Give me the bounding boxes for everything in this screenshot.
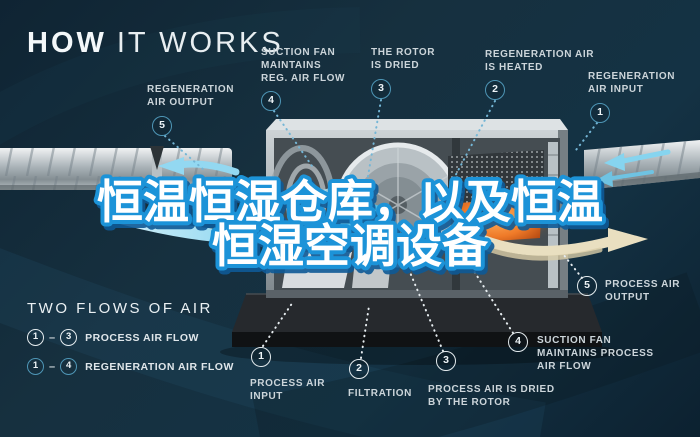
step-badge: 4 <box>261 91 281 111</box>
legend-two-flows: TWO FLOWS OF AIR 1 – 3 PROCESS AIR FLOW … <box>27 300 234 375</box>
callout-rotor-is-dried: THE ROTOR IS DRIED 3 <box>371 46 435 99</box>
headline-line2: 恒湿空调设备 <box>212 220 489 272</box>
legend-title: TWO FLOWS OF AIR <box>27 300 213 317</box>
callout-label: REGENERATION AIR INPUT <box>588 71 676 95</box>
legend-step-from: 1 <box>27 329 44 346</box>
left-duct <box>0 146 232 192</box>
process-leader-lines <box>262 253 583 359</box>
legend-row-regeneration: 1 – 4 REGENERATION AIR FLOW <box>27 358 234 375</box>
headline-line1: 恒温恒湿仓库，以及恒温 <box>97 176 603 228</box>
legend-step-to: 4 <box>60 358 78 375</box>
step-badge: 2 <box>349 359 369 379</box>
callout-label: PROCESS AIR OUTPUT <box>605 279 681 303</box>
regeneration-leader-lines <box>164 99 598 183</box>
callout-filtration: 2 FILTRATION <box>348 358 412 400</box>
callout-label: PROCESS AIR IS DRIED BY THE ROTOR <box>428 384 555 408</box>
callout-label: SUCTION FAN MAINTAINS PROCESS AIR FLOW <box>537 335 654 372</box>
step-badge: 1 <box>251 347 271 367</box>
legend-step-from: 1 <box>27 358 44 375</box>
step-badge: 5 <box>577 276 597 296</box>
callout-label: SUCTION FAN MAINTAINS REG. AIR FLOW <box>261 47 346 84</box>
legend-dash: – <box>49 360 56 373</box>
callout-process-air-input: 1 PROCESS AIR INPUT <box>250 346 325 403</box>
step-badge: 4 <box>508 332 528 352</box>
title-word-how: HOW <box>27 27 107 59</box>
callout-label: THE ROTOR IS DRIED <box>371 47 436 71</box>
callout-label: FILTRATION <box>348 388 412 399</box>
legend-row-process: 1 – 3 PROCESS AIR FLOW <box>27 329 234 346</box>
callout-process-air-dried: 3 PROCESS AIR IS DRIED BY THE ROTOR <box>428 350 555 409</box>
step-badge: 2 <box>485 80 505 100</box>
legend-label: REGENERATION AIR FLOW <box>85 360 234 373</box>
step-badge: 5 <box>152 116 172 136</box>
callout-regeneration-air-heated: REGENERATION AIR IS HEATED 2 <box>485 48 594 100</box>
page-title: HOW IT WORKS <box>27 27 284 60</box>
step-badge: 3 <box>371 79 391 99</box>
legend-dash: – <box>49 331 56 344</box>
process-air-arrows <box>101 157 386 244</box>
step-badge: 1 <box>590 103 610 123</box>
title-word-it-works: IT WORKS <box>116 27 284 59</box>
legend-step-to: 3 <box>60 329 78 346</box>
callout-process-air-output: 5 PROCESS AIR OUTPUT <box>577 276 680 304</box>
callout-label: REGENERATION AIR IS HEATED <box>485 49 595 73</box>
background-sweeps <box>0 7 700 437</box>
step-badge: 3 <box>436 351 456 371</box>
callout-label: PROCESS AIR INPUT <box>250 378 326 402</box>
heater <box>444 142 558 288</box>
callout-suction-fan-reg: SUCTION FAN MAINTAINS REG. AIR FLOW 4 <box>261 46 345 111</box>
legend-label: PROCESS AIR FLOW <box>85 331 199 344</box>
regeneration-air-arrows <box>469 149 671 261</box>
callout-label: REGENERATION AIR OUTPUT <box>147 84 235 108</box>
callout-regeneration-air-output: REGENERATION AIR OUTPUT 5 <box>147 83 234 136</box>
callout-regeneration-air-input: REGENERATION AIR INPUT 1 <box>588 70 675 123</box>
callout-suction-fan-process: 4 SUCTION FAN MAINTAINS PROCESS AIR FLOW <box>508 332 654 373</box>
